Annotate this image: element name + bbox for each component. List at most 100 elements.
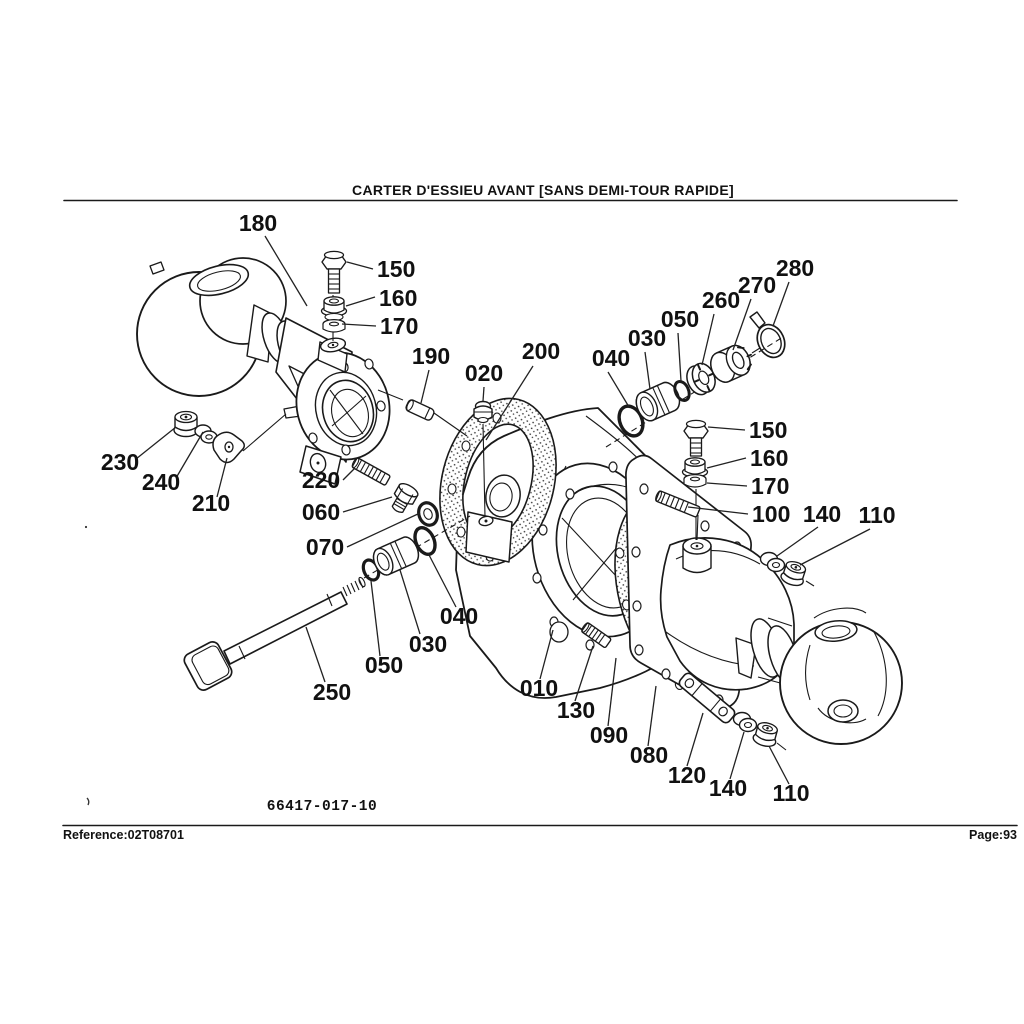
callout-040-upper: 040 bbox=[592, 345, 630, 408]
svg-text:160: 160 bbox=[750, 445, 788, 471]
svg-text:240: 240 bbox=[142, 469, 180, 495]
right-case-080 bbox=[625, 454, 799, 710]
stud-boss-080 bbox=[682, 489, 712, 574]
callout-150-left: 150 bbox=[346, 256, 415, 282]
bolt-150-right bbox=[683, 419, 709, 457]
callout-250: 250 bbox=[305, 626, 351, 705]
nut-160-right bbox=[681, 457, 709, 478]
callout-160-left: 160 bbox=[345, 285, 417, 311]
page-header: CARTER D'ESSIEU AVANT [SANS DEMI-TOUR RA… bbox=[63, 182, 958, 202]
stop-bracket bbox=[735, 637, 757, 679]
svg-text:040: 040 bbox=[592, 345, 630, 371]
washer-140-right bbox=[759, 551, 786, 573]
link-120 bbox=[678, 672, 736, 724]
kingpin-boss bbox=[299, 445, 342, 485]
castle-nut-270 bbox=[710, 344, 752, 383]
scan-speck-2 bbox=[86, 797, 90, 806]
lock-ring-280 bbox=[749, 311, 786, 359]
svg-text:200: 200 bbox=[522, 338, 560, 364]
callout-280: 280 bbox=[772, 255, 814, 327]
callout-190: 190 bbox=[412, 343, 450, 404]
callout-080: 080 bbox=[630, 685, 668, 768]
ring-070 bbox=[417, 501, 439, 527]
callout-200: 200 bbox=[485, 338, 560, 441]
bushing-030-upper bbox=[635, 381, 681, 422]
svg-text:230: 230 bbox=[101, 449, 139, 475]
o-ring-040-lower bbox=[413, 525, 437, 557]
callout-180: 180 bbox=[239, 210, 308, 307]
svg-text:110: 110 bbox=[858, 502, 895, 528]
nut-160-left bbox=[320, 296, 348, 322]
nut-110-lower bbox=[752, 722, 778, 748]
callout-090: 090 bbox=[590, 657, 628, 748]
svg-text:070: 070 bbox=[306, 534, 344, 560]
callout-150-right: 150 bbox=[707, 417, 787, 443]
callout-050-lower: 050 bbox=[365, 580, 403, 678]
callout-120: 120 bbox=[668, 712, 706, 788]
svg-text:030: 030 bbox=[409, 631, 447, 657]
callout-030-lower: 030 bbox=[399, 569, 447, 657]
scan-speck-1 bbox=[84, 525, 88, 529]
svg-text:170: 170 bbox=[751, 473, 789, 499]
o-ring-040-upper bbox=[617, 404, 645, 438]
slotted-washer-260 bbox=[686, 362, 716, 396]
page-footer: Reference:02T08701 Page:93 bbox=[62, 824, 1018, 842]
right-ball-case bbox=[779, 607, 903, 745]
callout-160-right: 160 bbox=[706, 445, 788, 471]
svg-text:170: 170 bbox=[380, 313, 418, 339]
callout-260: 260 bbox=[701, 287, 740, 366]
svg-text:030: 030 bbox=[628, 325, 666, 351]
callout-050-upper: 050 bbox=[661, 306, 699, 382]
stud-220 bbox=[351, 457, 391, 486]
drawing-number: 66417-017-10 bbox=[267, 799, 377, 815]
callout-170-left: 170 bbox=[341, 313, 418, 339]
callout-020: 020 bbox=[465, 360, 503, 402]
callout-170-right: 170 bbox=[706, 473, 789, 499]
callout-100: 100 bbox=[687, 501, 790, 527]
washer-170-left bbox=[322, 318, 346, 333]
callout-130: 130 bbox=[557, 645, 595, 723]
svg-text:250: 250 bbox=[313, 679, 351, 705]
pin-190 bbox=[405, 399, 435, 421]
callout-030-upper: 030 bbox=[628, 325, 666, 390]
left-ball-case-180 bbox=[136, 257, 391, 485]
svg-text:220: 220 bbox=[302, 467, 340, 493]
callout-140-lower: 140 bbox=[709, 731, 747, 801]
footer-page-number: Page:93 bbox=[969, 828, 1017, 842]
callout-110-right: 110 bbox=[799, 502, 896, 566]
svg-text:120: 120 bbox=[668, 762, 706, 788]
nut-110-right bbox=[780, 560, 807, 587]
callout-010: 010 bbox=[520, 629, 558, 701]
bolt-boss bbox=[317, 337, 348, 373]
callout-070: 070 bbox=[306, 512, 421, 560]
callout-110-lower: 110 bbox=[768, 745, 810, 806]
housing-lower-block bbox=[465, 511, 513, 563]
svg-text:020: 020 bbox=[465, 360, 503, 386]
footer-reference: Reference:02T08701 bbox=[63, 828, 184, 842]
clip-210 bbox=[212, 413, 287, 464]
callout-230: 230 bbox=[101, 426, 177, 475]
svg-text:150: 150 bbox=[377, 256, 415, 282]
svg-text:270: 270 bbox=[738, 272, 776, 298]
svg-text:010: 010 bbox=[520, 675, 558, 701]
svg-text:210: 210 bbox=[192, 490, 230, 516]
svg-text:280: 280 bbox=[776, 255, 814, 281]
callout-220: 220 bbox=[302, 467, 356, 493]
callout-140-right: 140 bbox=[776, 501, 841, 557]
svg-text:150: 150 bbox=[749, 417, 787, 443]
nut-230 bbox=[173, 410, 199, 438]
svg-text:040: 040 bbox=[440, 603, 478, 629]
kingpin-250 bbox=[183, 515, 471, 691]
svg-text:260: 260 bbox=[702, 287, 740, 313]
tick-mark-2 bbox=[776, 742, 787, 751]
svg-text:080: 080 bbox=[630, 742, 668, 768]
fitting-060 bbox=[391, 482, 419, 513]
washer-170-right bbox=[683, 473, 707, 488]
svg-text:140: 140 bbox=[803, 501, 841, 527]
stud-130 bbox=[581, 622, 612, 649]
callout-210: 210 bbox=[192, 457, 230, 516]
svg-text:050: 050 bbox=[365, 652, 403, 678]
svg-text:160: 160 bbox=[379, 285, 417, 311]
